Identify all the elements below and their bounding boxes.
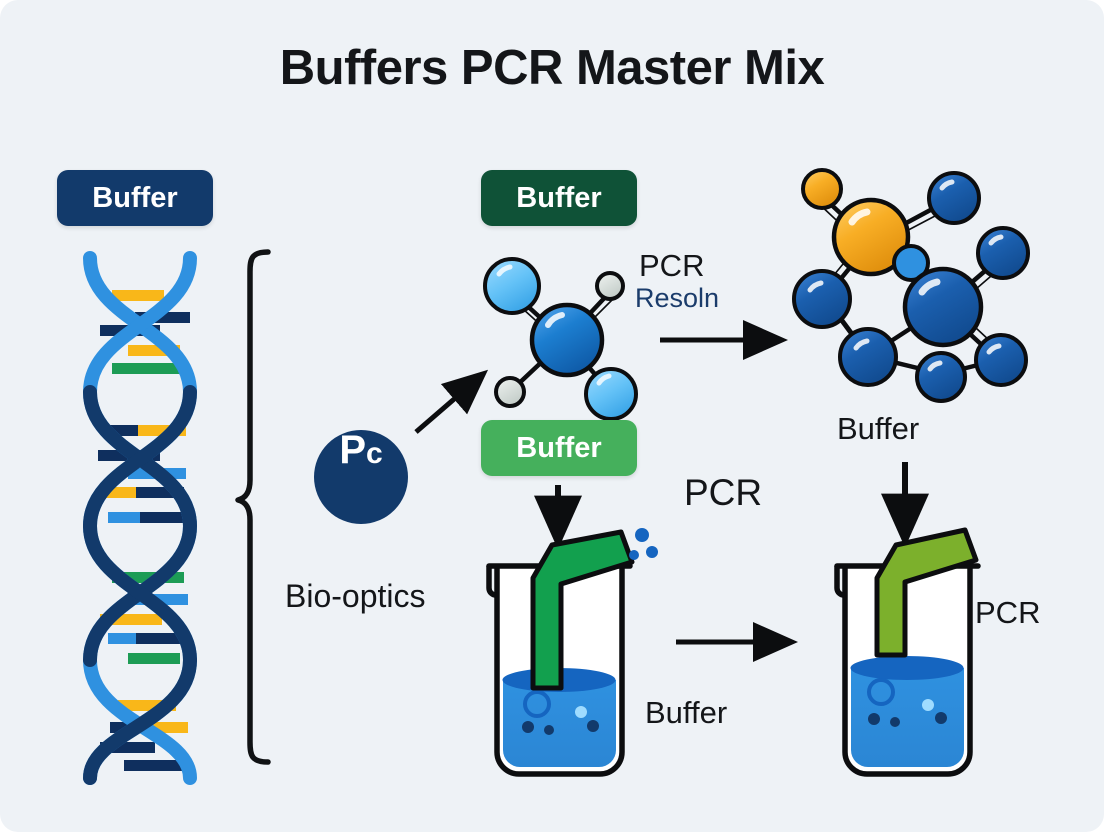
label-resoln: Resoln (635, 283, 720, 313)
pc-node-secondary-letter: c (366, 437, 383, 470)
badge-buffer-molecule[interactable]: Buffer (481, 170, 637, 226)
ring-molecule-illustration (792, 168, 1030, 403)
badge-buffer-beaker[interactable]: Buffer (481, 420, 637, 476)
label-pcr-top: PCR (639, 248, 705, 283)
label-buffer-molecule: Buffer (837, 411, 920, 446)
beaker-right-illustration (834, 527, 981, 777)
pc-node-primary-letter: P (339, 428, 366, 472)
tetrahedral-molecule-illustration (483, 257, 638, 421)
label-pcr-right: PCR (975, 595, 1041, 630)
label-bio-optics: Bio-optics (285, 578, 426, 614)
grouping-brace (235, 249, 271, 765)
label-buffer-beaker: Buffer (645, 695, 728, 730)
beaker-left-illustration (486, 528, 658, 777)
label-pcr-middle: PCR (684, 472, 763, 513)
arrow-pc-to-molecule (414, 369, 489, 434)
dna-helix-illustration (82, 251, 198, 785)
badge-buffer-dna[interactable]: Buffer (57, 170, 213, 226)
page-title: Buffers PCR Master Mix (279, 41, 825, 95)
